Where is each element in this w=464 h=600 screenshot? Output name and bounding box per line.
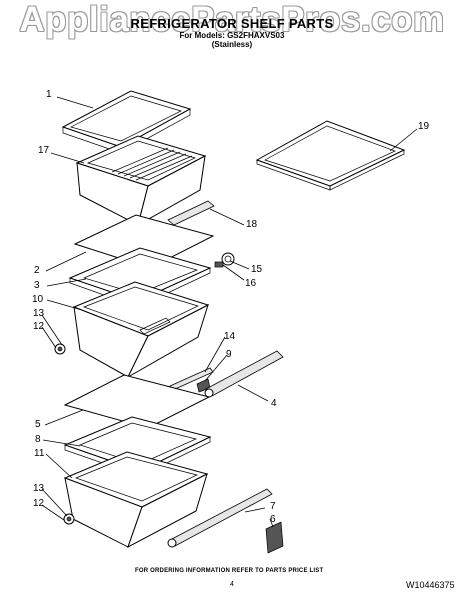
- callout-11: 11: [34, 448, 45, 459]
- callout-13-upper: 13: [33, 308, 45, 319]
- callout-14: 14: [224, 331, 236, 342]
- part-7-rail: [167, 488, 273, 548]
- callout-12-lower: 12: [33, 498, 45, 509]
- callout-13-lower: 13: [33, 483, 45, 494]
- callout-2: 2: [34, 265, 40, 276]
- callout-1: 1: [46, 89, 52, 100]
- callout-15: 15: [251, 264, 263, 275]
- callout-9: 9: [226, 349, 232, 360]
- callout-4: 4: [271, 398, 277, 409]
- part-11-crisper-pan: [63, 451, 209, 549]
- part-5-glass: [63, 374, 211, 429]
- part-15-roller: [221, 252, 235, 266]
- callout-16: 16: [245, 278, 257, 289]
- callout-3: 3: [34, 280, 40, 291]
- callout-10: 10: [32, 294, 44, 305]
- callout-17: 17: [38, 145, 50, 156]
- part-6-bracket: [265, 521, 284, 554]
- leader-lines: [41, 96, 418, 528]
- part-10-crisper-pan: [72, 281, 210, 379]
- callout-12-upper: 12: [33, 321, 45, 332]
- callout-6: 6: [270, 514, 276, 525]
- part-4-rail: [204, 350, 284, 398]
- watermark-logo: AppliancePartsPros.com: [19, 0, 445, 39]
- models-line: For Models: GS2FHAXVS03: [179, 31, 285, 40]
- page-number: 4: [230, 581, 234, 588]
- callout-7: 7: [270, 501, 276, 512]
- document-number: W10446375: [406, 580, 455, 590]
- callout-8: 8: [35, 434, 41, 445]
- part-19-glass-shelf: [255, 120, 406, 191]
- finish-line: (Stainless): [211, 40, 253, 49]
- page-title: REFRIGERATOR SHELF PARTS: [130, 16, 334, 31]
- callout-18: 18: [246, 219, 258, 230]
- ordering-note: FOR ORDERING INFORMATION REFER TO PARTS …: [135, 568, 324, 574]
- callout-5: 5: [35, 419, 41, 430]
- part-12-13-upper-hardware: [54, 343, 66, 355]
- part-17-crisper-pan: [75, 135, 207, 227]
- part-16-screw: [214, 261, 224, 268]
- part-12-13-lower-hardware: [63, 513, 75, 525]
- part-18-rail: [167, 200, 215, 226]
- callout-19: 19: [418, 121, 430, 132]
